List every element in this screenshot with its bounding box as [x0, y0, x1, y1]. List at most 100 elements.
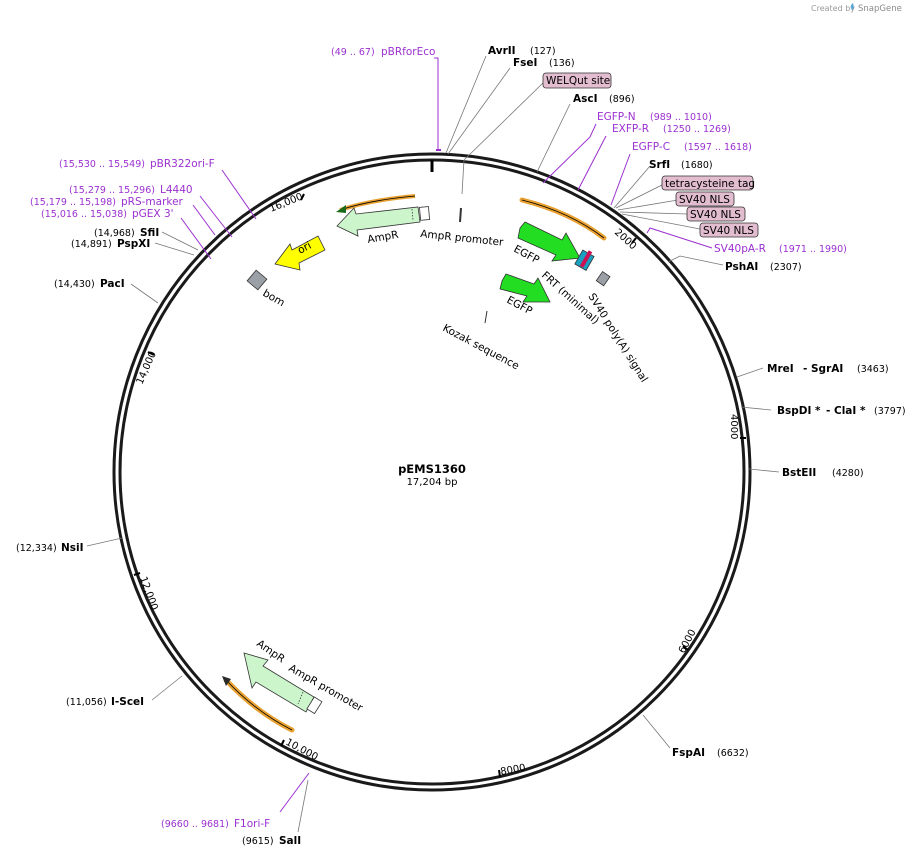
site-srfi[interactable]: SrfI (1680): [649, 159, 713, 171]
primer-line-prs-marker: [192, 204, 216, 236]
site-bspdi-clai[interactable]: BspDI * - ClaI * (3797): [777, 405, 906, 417]
site-name: BspDI *: [777, 405, 821, 417]
primer-pbr322ori-f[interactable]: (15,530 .. 15,549) pBR322ori-F: [59, 158, 215, 170]
primer-exfp-r[interactable]: EXFP-R (1250 .. 1269): [612, 123, 731, 135]
site-position: (896): [609, 94, 635, 105]
primers: (49 .. 67) pBRforEco EGFP-N (989 .. 1010…: [30, 46, 847, 830]
site-position: (127): [530, 46, 556, 57]
primer-egfp-c[interactable]: EGFP-C (1597 .. 1618): [632, 141, 752, 153]
site-name: PspXI: [117, 238, 150, 250]
tag-label: SV40 NLS: [690, 209, 741, 221]
tag-sv40-nls-1[interactable]: SV40 NLS: [675, 191, 735, 207]
leader-mrei: [736, 367, 764, 378]
ori-arrow[interactable]: [274, 235, 326, 271]
site-position: (3797): [874, 406, 906, 417]
primer-range: (15,179 .. 15,198): [30, 197, 116, 208]
tick-mark-10000: [280, 739, 285, 747]
primer-line-pgex: [180, 217, 212, 260]
leader-bsteii: [748, 468, 780, 473]
primer-name: pBR322ori-F: [150, 158, 215, 170]
primer-prs-marker[interactable]: (15,179 .. 15,198) pRS-marker: [30, 196, 184, 208]
primer-name: pBRforEco: [381, 46, 435, 58]
site-position: (9615): [242, 836, 274, 847]
sv40-polya-box[interactable]: [595, 271, 611, 287]
site-name: MreI: [767, 363, 794, 375]
tick-mark-8000: [498, 769, 501, 778]
ampr-promoter-bottom-box[interactable]: [306, 696, 323, 715]
primer-egfp-n[interactable]: EGFP-N (989 .. 1010): [597, 111, 712, 123]
orf-arrow-top[interactable]: [339, 194, 416, 212]
primer-name: SV40pA-R: [714, 243, 766, 255]
tick-label-8000: 8000: [500, 763, 527, 778]
primer-line-sv40pa-r: [646, 227, 713, 249]
leader-sv40nls-1: [617, 199, 679, 211]
primer-line-pbrforeco: [434, 57, 439, 150]
tag-sv40-nls-3[interactable]: SV40 NLS: [699, 222, 759, 238]
site-avrii[interactable]: AvrII (127): [488, 45, 556, 57]
site-mrei-sgrai[interactable]: MreI - SgrAI (3463): [767, 363, 889, 375]
site-position: (14,430): [54, 279, 95, 290]
site-pshai[interactable]: PshAI (2307): [725, 261, 802, 273]
tick-mark-14000: [147, 351, 155, 356]
primer-name: pGEX 3': [132, 208, 174, 220]
frt-block[interactable]: [574, 249, 595, 271]
site-paci[interactable]: (14,430) PacI: [54, 278, 125, 290]
tag-box: [675, 191, 735, 207]
site-position: (12,334): [16, 543, 57, 554]
site-name: PacI: [100, 278, 125, 290]
label-ori: ori: [296, 240, 314, 257]
ampr-arrow-top[interactable]: [336, 206, 421, 237]
plasmid-name: pEMS1360: [398, 462, 466, 476]
site-name: AvrII: [488, 45, 516, 57]
site-asci[interactable]: AscI (896): [573, 93, 635, 105]
tag-sv40-nls-2[interactable]: SV40 NLS: [686, 206, 746, 222]
tag-tetracysteine[interactable]: tetracysteine tag: [661, 175, 755, 191]
tag-label: SV40 NLS: [679, 194, 730, 206]
tag-label: tetracysteine tag: [665, 178, 755, 190]
label-kozak: Kozak sequence: [441, 322, 521, 372]
tick-mark-16000: [300, 193, 305, 201]
site-nsii[interactable]: (12,334) NsiI: [16, 542, 84, 554]
ampr-promoter-top-box[interactable]: [419, 206, 431, 221]
egfp-arrow-2[interactable]: [499, 273, 551, 303]
primer-name: EGFP-C: [632, 141, 670, 153]
leader-sv40nls-3: [621, 213, 701, 230]
site-pspxi[interactable]: (14,891) PspXI: [71, 238, 150, 250]
label-ampr-top: AmpR: [366, 229, 399, 246]
leader-fsei: [447, 67, 511, 155]
primer-range: (989 .. 1010): [650, 112, 712, 123]
site-name: FseI: [513, 57, 537, 69]
site-fsei[interactable]: FseI (136): [513, 57, 575, 69]
site-i-scei[interactable]: (11,056) I-SceI: [66, 696, 144, 708]
site-name: SfiI: [140, 227, 159, 239]
leader-pshai: [667, 255, 724, 266]
tick-label-4000: 4000: [728, 414, 739, 439]
site-fspai[interactable]: FspAI (6632): [672, 747, 749, 759]
orf-arc-bottom-outline: [225, 679, 293, 731]
primer-sv40pa-r[interactable]: SV40pA-R (1971 .. 1990): [714, 243, 847, 255]
tag-welqut-site[interactable]: WELQut site: [542, 72, 612, 89]
site-bsteii[interactable]: BstEII (4280): [782, 467, 864, 479]
tag-box: [686, 206, 746, 222]
tag-box: [699, 222, 759, 238]
primer-range: (15,016 .. 15,038): [41, 209, 127, 220]
primer-pbrforeco[interactable]: (49 .. 67) pBRforEco: [331, 46, 435, 58]
site-name: FspAI: [672, 747, 705, 759]
restriction-sites: AvrII (127) FseI (136) AscI (896) SrfI (…: [16, 45, 906, 847]
primer-pgex[interactable]: (15,016 .. 15,038) pGEX 3': [41, 208, 174, 220]
site-name: I-SceI: [111, 696, 144, 708]
site-sfii[interactable]: (14,968) SfiI: [94, 227, 159, 239]
primer-name: pRS-marker: [121, 196, 184, 208]
site-leader-lines: [86, 55, 780, 833]
primer-range: (1250 .. 1269): [663, 124, 731, 135]
primer-f1ori-f[interactable]: (9660 .. 9681) F1ori-F: [161, 818, 270, 830]
primer-line-egfp-c: [610, 153, 631, 206]
primer-l4440[interactable]: (15,279 .. 15,296) L4440: [69, 184, 193, 196]
site-sali[interactable]: (9615) SalI: [242, 835, 301, 847]
site-separator: -: [826, 405, 830, 417]
site-name: SalI: [279, 835, 301, 847]
label-sv40-polya: SV40 poly(A) signal: [585, 291, 650, 384]
bom-box[interactable]: [246, 269, 268, 291]
site-position: (11,056): [66, 697, 107, 708]
site-name: NsiI: [61, 542, 84, 554]
